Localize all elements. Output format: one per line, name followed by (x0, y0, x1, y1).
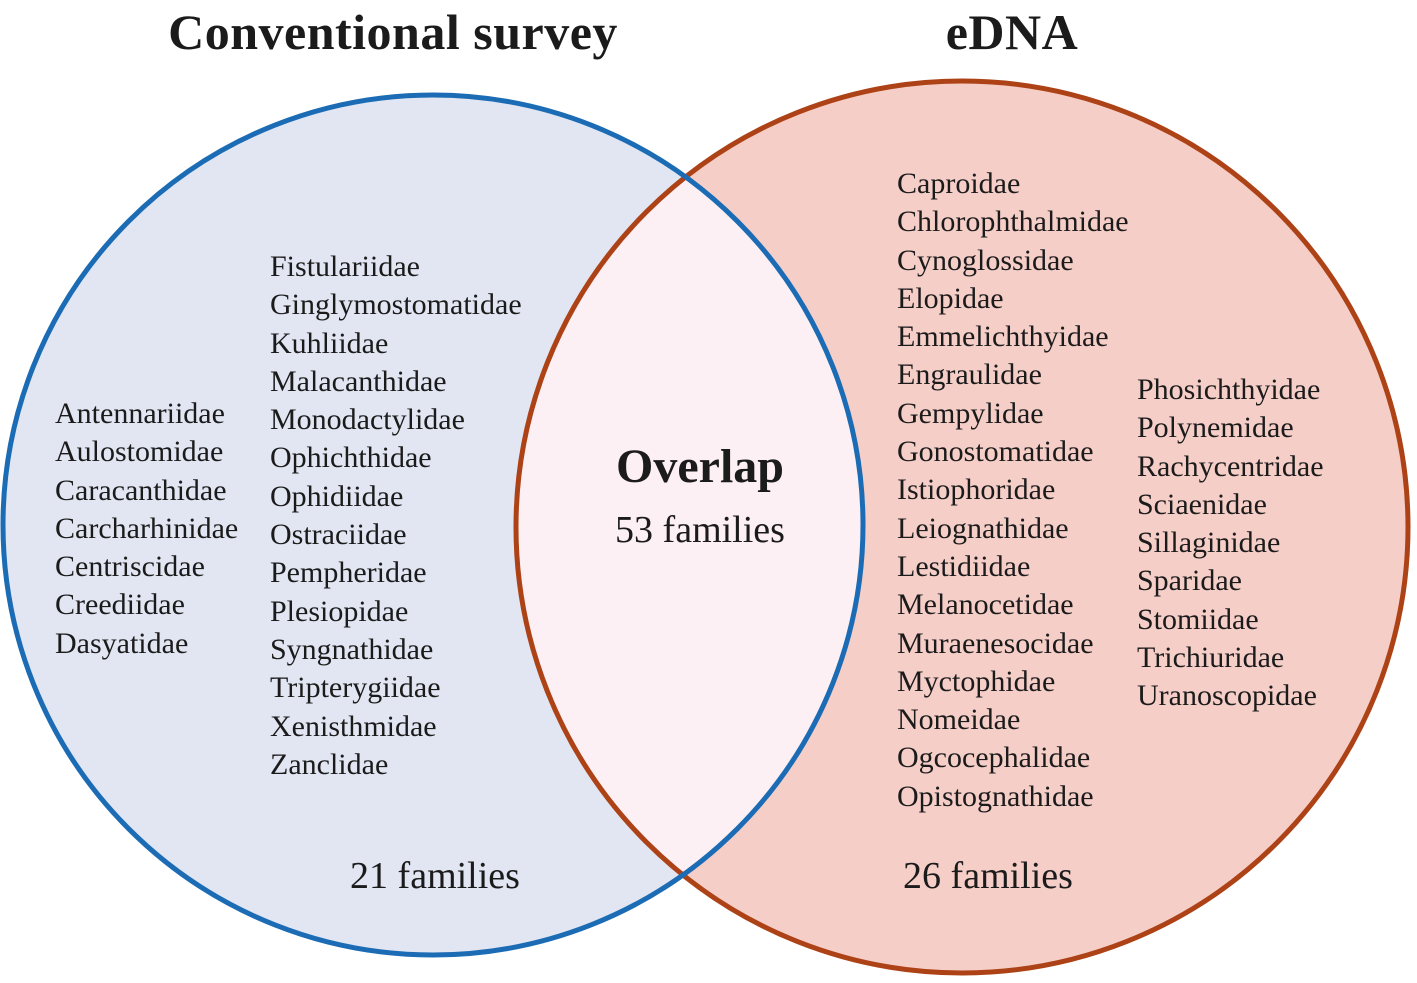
conventional-family-count: 21 families (350, 855, 520, 897)
family-list-item: Fistulariidae (270, 250, 420, 283)
family-list-item: Ogcocephalidae (897, 741, 1091, 775)
family-list-item: Elopidae (897, 281, 1004, 315)
family-list-item: Uranoscopidae (1137, 679, 1317, 713)
conventional-circle-outline (0, 92, 866, 958)
family-list-item: Polynemidae (1137, 411, 1294, 445)
family-list-item: Cynoglossidae (897, 243, 1074, 277)
family-list-item: Melanocetidae (897, 588, 1074, 622)
family-list-item: Caproidae (897, 167, 1021, 200)
family-list-item: Centriscidae (55, 550, 205, 584)
overlap-label-block: Overlap 53 families (550, 440, 850, 552)
family-list-item: Creediidae (55, 588, 185, 622)
overlap-title: Overlap (616, 440, 784, 493)
family-list-item: Engraulidae (897, 358, 1042, 392)
family-list-item: Antennariidae (55, 397, 225, 430)
overlap-region-fill (516, 95, 863, 955)
family-list-item: Pempheridae (270, 556, 427, 590)
family-list-item: Dasyatidae (55, 626, 189, 660)
family-list-item: Caracanthidae (55, 473, 227, 507)
conventional-survey-title: Conventional survey (168, 4, 618, 60)
family-list-item: Opistognathidae (897, 779, 1094, 813)
family-list-item: Stomiidae (1137, 602, 1259, 636)
family-list-item: Plesiopidae (270, 594, 409, 628)
edna-circle-outline (513, 78, 1411, 976)
family-list-item: Tripterygiidae (270, 671, 441, 705)
family-list-item: Carcharhinidae (55, 511, 239, 545)
family-list-item: Myctophidae (897, 664, 1056, 698)
family-list-item: Trichiuridae (1137, 641, 1285, 675)
family-list-item: Gonostomatidae (897, 435, 1094, 469)
family-list-item: Xenisthmidae (270, 709, 437, 743)
edna-title: eDNA (945, 4, 1079, 60)
family-list-item: Nomeidae (897, 703, 1021, 737)
family-list-item: Monodactylidae (270, 403, 465, 437)
family-list-item: Malacanthidae (270, 364, 447, 398)
family-list-item: Gempylidae (897, 396, 1044, 430)
family-list-item: Istiophoridae (897, 473, 1056, 507)
family-list-item: Ophichthidae (270, 441, 432, 475)
family-list-item: Kuhliidae (270, 326, 389, 360)
overlap-count: 53 families (615, 509, 785, 551)
family-list-item: Leiognathidae (897, 511, 1069, 545)
family-list-item: Zanclidae (270, 747, 389, 781)
family-list-item: Rachycentridae (1137, 449, 1324, 483)
family-list-item: Ophidiidae (270, 479, 404, 513)
family-list-item: Phosichthyidae (1137, 373, 1321, 406)
family-list-item: Emmelichthyidae (897, 320, 1109, 354)
family-list-item: Sciaenidae (1137, 487, 1267, 521)
family-list-item: Ginglymostomatidae (270, 288, 522, 322)
family-list-item: Sparidae (1137, 564, 1242, 598)
family-list-item: Muraenesocidae (897, 626, 1094, 660)
family-list-item: Lestidiidae (897, 549, 1031, 583)
overlap-region (516, 95, 863, 955)
family-list-item: Syngnathidae (270, 632, 434, 666)
family-list-item: Chlorophthalmidae (897, 205, 1129, 239)
family-list-item: Aulostomidae (55, 435, 224, 469)
family-list-item: Sillaginidae (1137, 526, 1281, 560)
family-list-item: Ostraciidae (270, 518, 407, 552)
edna-family-count: 26 families (903, 855, 1073, 897)
